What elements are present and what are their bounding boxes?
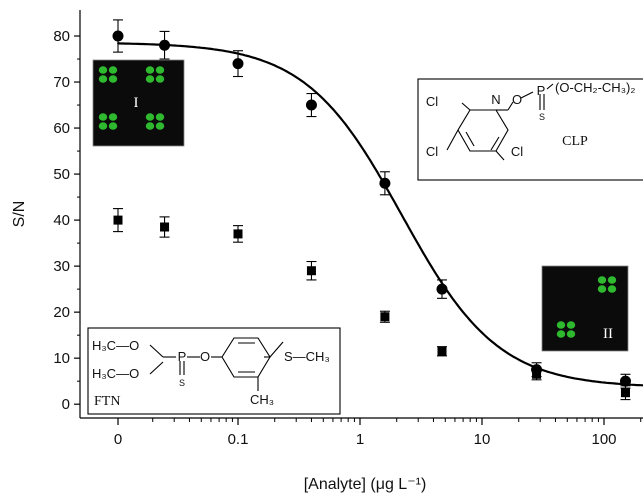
fluorescent-spot bbox=[607, 285, 617, 293]
data-point-square bbox=[437, 346, 447, 356]
data-point-square bbox=[532, 369, 542, 379]
ftn-methoxy-bottom: H₃C—O bbox=[92, 366, 139, 381]
data-point-circle bbox=[619, 375, 631, 387]
fit-curve bbox=[116, 42, 643, 387]
data-point-square bbox=[306, 266, 316, 276]
data-point-circle bbox=[436, 283, 448, 295]
clp-o-atom: O bbox=[512, 92, 522, 107]
fluorescent-spot bbox=[145, 113, 155, 121]
fluorescent-spot bbox=[145, 75, 155, 83]
y-tick-label: 60 bbox=[53, 120, 70, 137]
x-axis-title: [Analyte] (μg L⁻¹) bbox=[304, 476, 427, 493]
x-tick-label: 100 bbox=[591, 431, 616, 448]
y-tick-label: 10 bbox=[53, 350, 70, 367]
y-tick-label: 40 bbox=[53, 212, 70, 229]
fluorescent-spot bbox=[155, 75, 165, 83]
x-tick-label: 1 bbox=[356, 431, 364, 448]
clp-n-atom: N bbox=[491, 92, 500, 107]
y-tick-label: 20 bbox=[53, 304, 70, 321]
fluorescent-spot bbox=[155, 113, 165, 121]
data-point-square bbox=[620, 388, 630, 398]
fluorescent-spot bbox=[145, 66, 155, 74]
data-point-square bbox=[113, 215, 123, 225]
ftn-p-atom: P bbox=[178, 349, 187, 364]
fluorescent-spot bbox=[98, 75, 108, 83]
clp-structure-box: N O P S (O-CH₂-CH₃)₂ Cl Cl Cl CLP bbox=[417, 78, 643, 181]
inset-image-ii-spots bbox=[556, 276, 617, 338]
data-point-square bbox=[233, 229, 243, 239]
inset-image-i-label: I bbox=[134, 95, 139, 111]
clp-cl-left: Cl bbox=[426, 144, 438, 159]
ftn-box-border bbox=[87, 327, 341, 415]
ftn-methyl-group: CH₃ bbox=[250, 392, 274, 407]
fluorescent-spot bbox=[108, 113, 118, 121]
data-point-circle bbox=[232, 58, 244, 70]
data-point-circle bbox=[159, 39, 171, 51]
ftn-label: FTN bbox=[94, 394, 120, 409]
clp-cl-top: Cl bbox=[426, 94, 438, 109]
x-tick-label: 0.1 bbox=[228, 431, 249, 448]
x-tick-label: 10 bbox=[474, 431, 491, 448]
y-ticks: 0 10 20 30 40 50 60 70 80 bbox=[53, 28, 80, 413]
clp-cl-right: Cl bbox=[511, 144, 523, 159]
y-tick-label: 70 bbox=[53, 74, 70, 91]
data-point-square bbox=[380, 312, 390, 322]
clp-ring bbox=[446, 83, 554, 161]
fluorescent-spot bbox=[155, 66, 165, 74]
fluorescent-spot bbox=[98, 122, 108, 130]
x-ticks: 0 0.1 1 10 100 bbox=[114, 418, 642, 448]
series-squares bbox=[113, 208, 631, 401]
clp-box-border bbox=[417, 78, 643, 181]
clp-label: CLP bbox=[562, 134, 588, 149]
ftn-thio-group: S—CH₃ bbox=[284, 349, 330, 364]
fluorescent-spot bbox=[98, 66, 108, 74]
clp-side-chain: (O-CH₂-CH₃)₂ bbox=[555, 80, 635, 95]
inset-image-ii-label: II bbox=[603, 326, 613, 342]
inset-image-ii: II bbox=[541, 265, 629, 352]
fluorescent-spot bbox=[108, 75, 118, 83]
fluorescent-spot bbox=[98, 113, 108, 121]
data-point-square bbox=[160, 222, 170, 232]
fluorescent-spot bbox=[108, 66, 118, 74]
clp-s-atom: S bbox=[539, 112, 545, 122]
fluorescent-spot bbox=[145, 122, 155, 130]
fluorescent-spot bbox=[607, 276, 617, 284]
ftn-s-atom: S bbox=[179, 378, 185, 388]
fluorescent-spot bbox=[556, 321, 566, 329]
ftn-structure-box: H₃C—O H₃C—O P O S S—CH₃ CH₃ FTN bbox=[87, 327, 341, 415]
fluorescent-spot bbox=[597, 285, 607, 293]
y-tick-label: 80 bbox=[53, 28, 70, 45]
fluorescent-spot bbox=[566, 321, 576, 329]
inset-image-i-spots bbox=[98, 66, 165, 130]
x-tick-label: 0 bbox=[114, 431, 122, 448]
data-point-circle bbox=[379, 177, 391, 189]
fluorescent-spot bbox=[155, 122, 165, 130]
fluorescent-spot bbox=[597, 276, 607, 284]
y-tick-label: 0 bbox=[62, 396, 70, 413]
y-tick-label: 50 bbox=[53, 166, 70, 183]
fluorescent-spot bbox=[556, 330, 566, 338]
data-point-circle bbox=[112, 30, 124, 42]
inset-image-i: I bbox=[92, 59, 185, 147]
y-tick-label: 30 bbox=[53, 258, 70, 275]
inset-image-i-background bbox=[92, 59, 185, 147]
fluorescent-spot bbox=[108, 122, 118, 130]
ftn-methoxy-top: H₃C—O bbox=[92, 338, 139, 353]
ftn-o-atom: O bbox=[200, 349, 210, 364]
data-point-circle bbox=[305, 99, 317, 111]
fluorescent-spot bbox=[566, 330, 576, 338]
ftn-bonds bbox=[149, 337, 284, 391]
clp-p-atom: P bbox=[537, 83, 546, 98]
y-axis-title: S/N bbox=[11, 201, 28, 228]
